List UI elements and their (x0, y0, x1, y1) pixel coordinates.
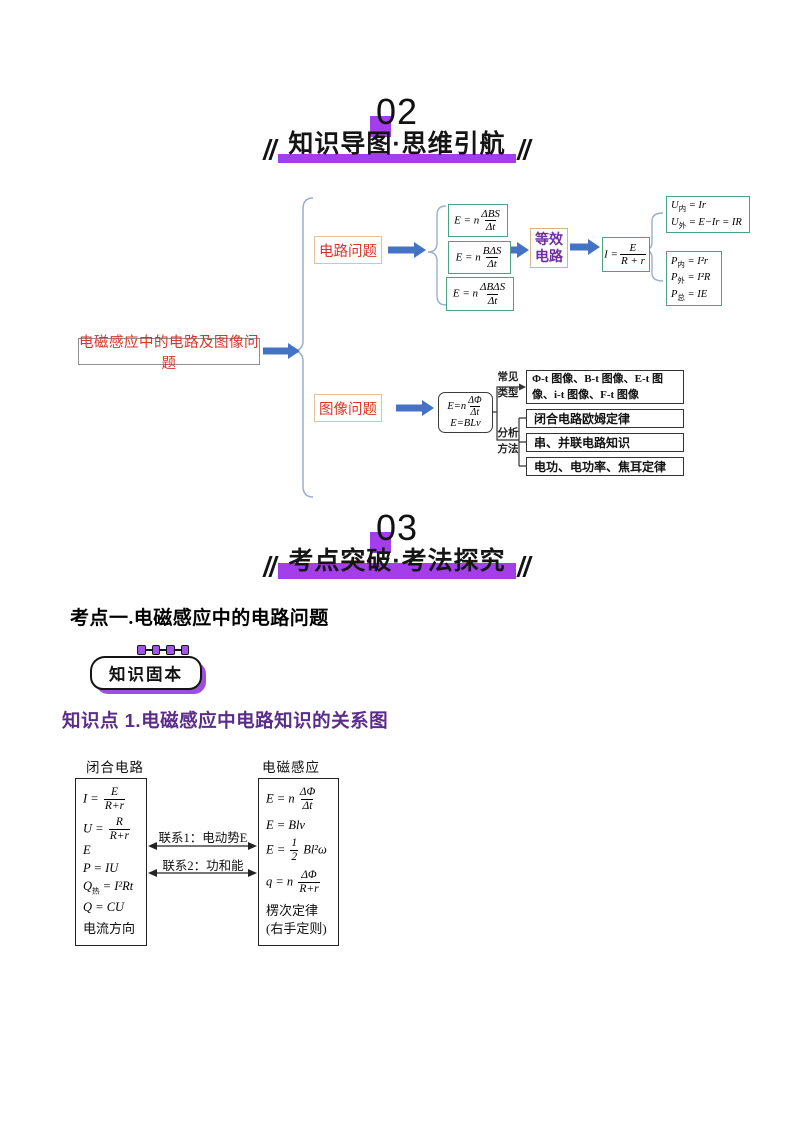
section03-number-text: 03 (375, 507, 419, 548)
section03-title: 考点突破·考法探究 (278, 541, 516, 579)
equivalent-circuit-node: 等效 电路 (530, 228, 568, 268)
emi-title: 电磁感应 (262, 760, 320, 775)
common-types-label: 常见 类型 (493, 371, 523, 400)
graph-problem-node: 图像问题 (314, 394, 382, 422)
section03-title-text: 考点突破·考法探究 (288, 547, 506, 575)
common-types-text: Φ-t 图像、B-t 图像、E-t 图像、i-t 图像、F-t 图像 (532, 373, 664, 401)
mindmap-root-node: 电磁感应中的电路及图像问题 (78, 335, 260, 372)
arrow-circuit-to-formulas (388, 242, 426, 258)
common-types-box: Φ-t 图像、B-t 图像、E-t 图像、i-t 图像、F-t 图像 (526, 370, 684, 404)
equivalent-line1: 等效 (535, 230, 563, 247)
lenz-law-text: 楞次定律 (266, 903, 319, 919)
root-label: 电磁感应中的电路及图像问题 (79, 334, 259, 372)
power-box: P内 = I²r P外 = I²R P总 = IE (666, 251, 722, 306)
method-3-text: 电功、电功率、焦耳定律 (534, 460, 667, 474)
arrow-equivalent-to-ohm (570, 239, 600, 255)
analysis-methods-line1: 分析 (497, 428, 519, 439)
common-types-line1: 常见 (497, 372, 519, 383)
decor-square (180, 645, 189, 655)
badge-decoration-squares (137, 645, 189, 655)
left-slashes-icon (263, 139, 277, 160)
section02-title-row: 知识导图·思维引航 (0, 124, 794, 163)
kaodian-heading: 考点一.电磁感应中的电路问题 (70, 608, 329, 629)
method-1-text: 闭合电路欧姆定律 (534, 412, 631, 426)
section02-title-text: 知识导图·思维引航 (288, 130, 506, 158)
section02-title: 知识导图·思维引航 (278, 124, 516, 163)
arrow-root-to-brace (263, 343, 300, 359)
common-types-line2: 类型 (497, 388, 519, 399)
analysis-methods-line2: 方法 (497, 444, 519, 455)
section-number-square (369, 532, 391, 553)
current-direction-text: 电流方向 (83, 920, 136, 936)
knowledge-badge: 知识固本 (90, 656, 202, 690)
method-2-text: 串、并联电路知识 (534, 436, 631, 450)
right-slashes-icon (517, 139, 531, 160)
link1-label: 联系1：电动势E (158, 831, 248, 845)
zhishidian-heading: 知识点 1.电磁感应中电路知识的关系图 (62, 710, 389, 731)
section02-number-row: 02 (0, 91, 794, 137)
formula-brace (427, 205, 447, 306)
badge-text: 知识固本 (109, 666, 183, 684)
method-box-1: 闭合电路欧姆定律 (526, 409, 684, 428)
section02-number: 02 (369, 91, 419, 137)
decor-square (166, 645, 175, 655)
decor-square (137, 645, 146, 655)
right-slashes-icon (517, 556, 531, 577)
method-box-2: 串、并联电路知识 (526, 433, 684, 452)
equivalent-line2: 电路 (535, 248, 563, 264)
method-box-3: 电功、电功率、焦耳定律 (526, 457, 684, 476)
section02-number-text: 02 (375, 91, 419, 132)
decor-square (151, 645, 160, 655)
arrow-graph-to-formula (396, 400, 434, 416)
title-underline-bar (278, 154, 516, 163)
closed-circuit-title: 闭合电路 (86, 760, 144, 775)
circuit-problem-node: 电路问题 (314, 236, 382, 264)
circuit-problem-label: 电路问题 (319, 243, 377, 260)
right-hand-rule-text: (右手定则) (266, 921, 327, 936)
section03-title-row: 考点突破·考法探究 (0, 541, 794, 579)
link2-label: 联系2：功和能 (162, 859, 244, 873)
analysis-methods-label: 分析 方法 (493, 427, 523, 456)
section03-number-row: 03 (0, 507, 794, 553)
section-number-square (369, 116, 391, 137)
graph-problem-label: 图像问题 (319, 401, 377, 418)
voltage-box: U内 = Ir U外 = E−Ir = IR (666, 196, 750, 233)
main-brace (291, 197, 314, 498)
title-highlight-bar (278, 563, 516, 579)
left-slashes-icon (263, 556, 277, 577)
section03-number: 03 (369, 507, 419, 553)
